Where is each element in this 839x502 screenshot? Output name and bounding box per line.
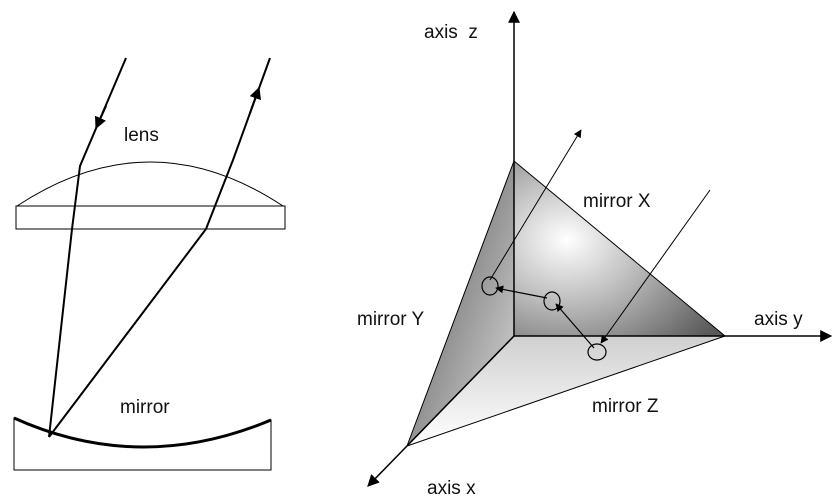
- reflection-point-x: [543, 291, 561, 311]
- lens-mirror-diagram: lens mirror: [13, 57, 286, 471]
- mirror-x-plane: [513, 159, 727, 337]
- reflection-point-y: [481, 276, 499, 296]
- lens-label: lens: [124, 125, 159, 146]
- mirror-surface: [13, 416, 272, 449]
- outgoing-ray: [48, 57, 271, 438]
- corner-cube-diagram: axis z axis y axis x mirror X mirror Y m…: [357, 10, 833, 499]
- reflection-point-z: [587, 343, 607, 361]
- incoming-ray-retro: [600, 189, 711, 344]
- incoming-ray: [48, 57, 127, 438]
- outgoing-ray-retro: [489, 129, 582, 281]
- lens-base: [15, 205, 286, 230]
- outgoing-ray-arrow: [249, 86, 261, 114]
- mirror-y-label: mirror Y: [357, 309, 425, 330]
- reflection-ray-2: [495, 285, 548, 299]
- mirror-x-label: mirror X: [583, 191, 651, 212]
- reflection-ray-1: [555, 303, 595, 349]
- mirror-label: mirror: [120, 397, 170, 418]
- lens-dome: [16, 161, 284, 207]
- mirror-block: [13, 417, 272, 471]
- axis-x: [367, 335, 515, 487]
- axis-x-label: axis x: [427, 478, 476, 499]
- axis-y-label: axis y: [754, 309, 803, 330]
- mirror-z-label: mirror Z: [592, 396, 659, 417]
- incoming-ray-arrow: [95, 105, 107, 130]
- axis-z-label: axis z: [424, 22, 478, 43]
